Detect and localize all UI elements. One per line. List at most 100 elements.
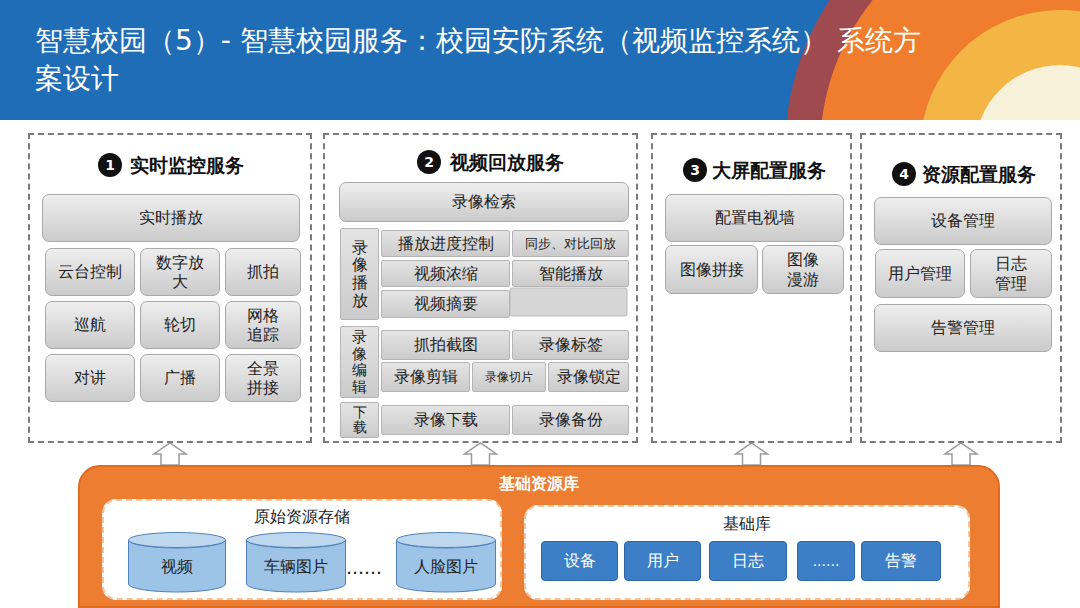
function-cell: 智能播放 — [512, 260, 629, 287]
panel-heading: 实时监控服务 — [130, 153, 244, 177]
empty-cell — [510, 288, 627, 316]
ring-cream — [975, 65, 1080, 120]
panel-heading: 基础库 — [526, 514, 968, 534]
function-cell: 录像下载 — [381, 405, 510, 435]
callout-number: 1 — [98, 153, 122, 177]
function-box: 网格 追踪 — [225, 301, 301, 349]
node-text: 抓拍 — [247, 262, 279, 281]
node-text: 录像检索 — [452, 192, 516, 211]
node-text: 同步、对比回放 — [525, 236, 616, 252]
node-text: 视频 — [161, 557, 193, 576]
function-box: 云台控制 — [45, 248, 135, 296]
node-text: 对讲 — [74, 368, 106, 387]
block-arrow — [154, 443, 186, 465]
service-panel: 大屏配置服务3配置电视墙图像拼接图像 漫游 — [651, 133, 852, 443]
node-text: 录像播放 — [352, 239, 368, 309]
service-panel: 资源配置服务 4 设备管理用户管理日志 管理告警管理 — [860, 133, 1062, 443]
function-box: 对讲 — [45, 354, 135, 402]
function-box: 抓拍 — [225, 248, 301, 296]
node-text: 视频摘要 — [414, 294, 478, 313]
resource-library: 基础资源库原始资源存储视频 车辆图片 人脸图片 基础库设备 用户 日志...... 告警 — [78, 465, 1000, 608]
node-text: 全景 拼接 — [244, 359, 282, 397]
function-cell: 同步、对比回放 — [512, 230, 629, 257]
node-text: 人脸图片 — [414, 557, 478, 576]
node-text: 下载 — [353, 405, 367, 436]
ring-orange — [820, 0, 1080, 120]
function-box: 实时播放 — [42, 194, 300, 242]
node-text: 日志 — [732, 551, 764, 570]
node-text: 巡航 — [74, 315, 106, 334]
function-box: 数字放 大 — [140, 248, 220, 296]
node-text: 用户 — [647, 551, 679, 570]
function-cell: 视频浓缩 — [381, 260, 510, 287]
node-text: 网格 追踪 — [244, 306, 282, 344]
callout-number: 4 — [892, 162, 916, 186]
function-box: 日志 管理 — [970, 249, 1052, 298]
node-text: 实时播放 — [139, 208, 203, 227]
callout-number: 2 — [417, 150, 441, 174]
function-box: 用户管理 — [875, 249, 965, 298]
node-text: 4 — [899, 166, 909, 183]
panel-heading: 资源配置服务 — [922, 162, 1036, 186]
node-text: 告警 — [885, 551, 917, 570]
corner-rings — [785, 0, 1080, 120]
node-text: 视频浓缩 — [414, 264, 478, 283]
function-box: 录像检索 — [339, 182, 629, 222]
node-text: 录像切片 — [485, 370, 533, 384]
panel-heading: 视频回放服务 — [450, 150, 564, 174]
block-arrow — [736, 443, 768, 465]
library-group: 基础库设备 用户 日志...... 告警 — [524, 505, 970, 600]
node-text: 数字放 大 — [154, 253, 207, 291]
function-box: 图像 漫游 — [762, 245, 844, 294]
node-text: 配置电视墙 — [715, 208, 795, 227]
cylinder-top — [397, 533, 496, 548]
node-text: 设备管理 — [931, 211, 995, 230]
function-box: 告警管理 — [874, 304, 1052, 352]
group-label-box: 录像编辑 — [340, 326, 379, 398]
disc-fill — [683, 158, 707, 182]
function-cell: 录像标签 — [512, 330, 629, 360]
library-box: ...... — [797, 541, 855, 581]
block-arrow — [945, 443, 977, 465]
library-box: 用户 — [624, 541, 701, 581]
cylinder-top — [247, 533, 346, 548]
node-text: 告警管理 — [931, 318, 995, 337]
disc-fill — [892, 162, 916, 186]
node-text: 抓拍截图 — [414, 335, 478, 354]
node-text: 图像拼接 — [680, 260, 744, 279]
node-text: 轮切 — [164, 315, 196, 334]
node-text: 广播 — [164, 368, 196, 387]
cylinder-top — [129, 533, 226, 548]
storage-cylinder: 人脸图片 — [396, 532, 496, 592]
node-text: 录像下载 — [414, 410, 478, 429]
library-box: 日志 — [709, 541, 787, 581]
node-text: 录像锁定 — [557, 367, 621, 386]
function-box: 广播 — [140, 354, 220, 402]
node-text: 录像标签 — [539, 335, 603, 354]
function-box: 轮切 — [140, 301, 220, 349]
function-box: 设备管理 — [874, 197, 1052, 245]
node-text: 1 — [105, 157, 115, 174]
service-panel: 视频回放服务2录像检索录像播放播放进度控制同步、对比回放视频浓缩智能播放视频摘要… — [323, 133, 638, 443]
node-text: 2 — [424, 154, 434, 171]
library-box: 设备 — [541, 541, 618, 581]
function-box: 图像拼接 — [665, 245, 758, 294]
storage-cylinder: 车辆图片 — [246, 532, 346, 592]
disc-fill — [417, 150, 441, 174]
function-cell: 抓拍截图 — [381, 330, 510, 360]
panel-heading: 原始资源存储 — [104, 507, 500, 527]
function-cell: 录像备份 — [512, 405, 629, 435]
node-text: 图像 漫游 — [784, 250, 822, 288]
page-title: 智慧校园（5）- 智慧校园服务：校园安防系统（视频监控系统） 系统方案设计 — [35, 22, 935, 98]
ring-yellow — [920, 10, 1080, 120]
function-cell: 视频摘要 — [381, 290, 510, 318]
group-label-box: 下载 — [340, 402, 379, 438]
panel-heading: 基础资源库 — [80, 474, 998, 494]
block-arrow — [465, 443, 497, 465]
node-text: ...... — [813, 553, 840, 570]
node-text: 智能播放 — [539, 264, 603, 283]
function-box: 配置电视墙 — [665, 194, 844, 242]
function-box: 巡航 — [45, 301, 135, 349]
